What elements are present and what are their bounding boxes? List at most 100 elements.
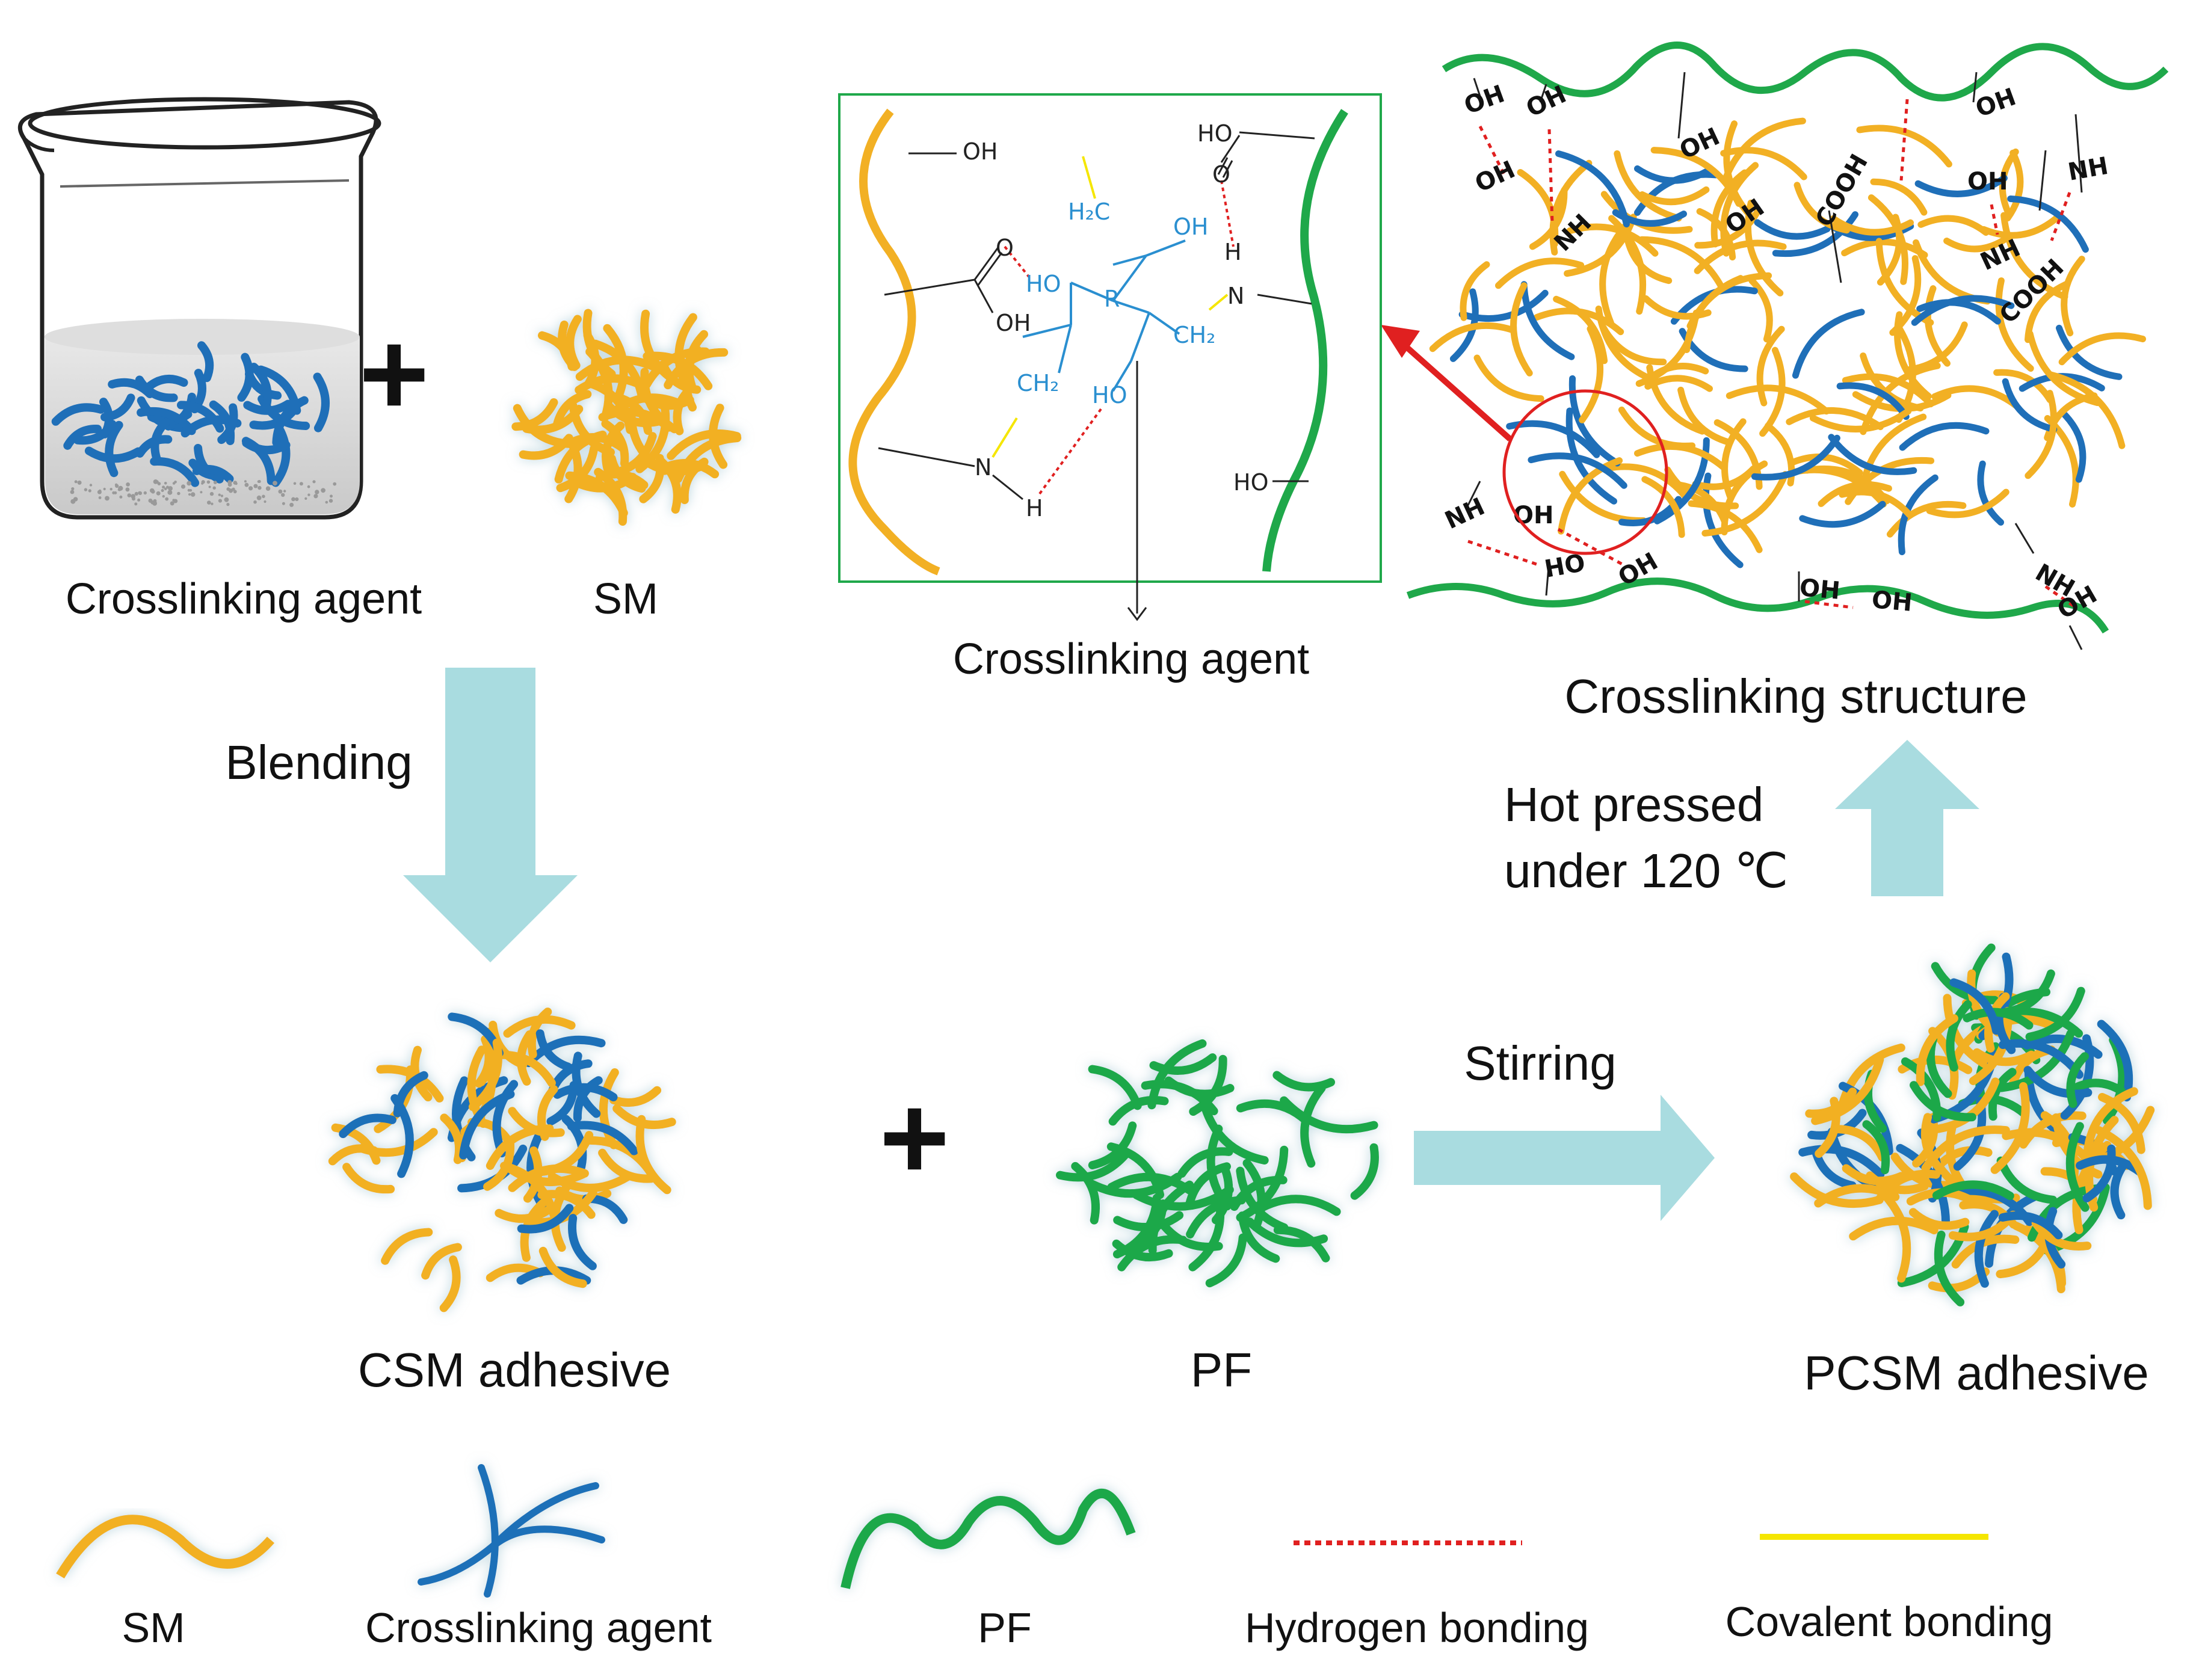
sediment-dot [168, 486, 173, 491]
crosslinking-fiber [105, 420, 123, 478]
structure-fiber [1603, 463, 1690, 502]
pcsm-fiber [2095, 1126, 2152, 1210]
crosslinking-fiber [108, 378, 154, 398]
structure-covalent-link [1539, 84, 1547, 103]
sediment-dot [281, 493, 285, 497]
pcsm-fiber [2067, 1078, 2126, 1095]
sm-fiber [709, 404, 728, 469]
pf-fiber [1149, 1053, 1217, 1075]
sm-fiber [552, 390, 592, 429]
pcsm-fiber [1834, 1125, 1887, 1162]
sediment-dot [143, 491, 147, 495]
structure-fiber [1836, 382, 1910, 420]
sediment-dot [248, 486, 253, 491]
pcsm-fiber [1963, 1008, 2034, 1030]
legend: SM Crosslinking agent PF Hydrogen bondin… [56, 1464, 2053, 1651]
pcsm-fiber [2097, 1020, 2133, 1102]
blending-label: Blending [225, 736, 412, 789]
structure-fiber [1694, 207, 1762, 249]
structure-fiber [1860, 362, 1941, 435]
pcsm-fiber [1916, 1014, 1958, 1086]
structure-fiber [1565, 407, 1617, 505]
inset-pointer-arrow-head [1127, 607, 1147, 621]
structure-hydrogen-bond [1557, 528, 1626, 567]
structure-fiber [1634, 443, 1727, 471]
csm-fiber [537, 1085, 558, 1141]
structure-fiber [2004, 149, 2024, 221]
sm-fiber [556, 444, 599, 493]
structure-fiber [1754, 219, 1831, 240]
sediment-dot [325, 500, 328, 504]
sediment-dot [208, 485, 211, 488]
csm-fiber [573, 1076, 603, 1122]
inset-sm-chain [848, 108, 940, 576]
structure-fiber [1529, 186, 1568, 250]
sediment-dot [262, 494, 265, 499]
pcsm-fiber [1969, 1007, 2012, 1085]
sediment-dot [244, 482, 249, 487]
sediment-dot [220, 494, 224, 497]
structure-fiber [1830, 215, 1914, 236]
pf-fiber [1071, 1162, 1100, 1225]
sediment-dot [164, 482, 167, 485]
sm-fiber [605, 402, 666, 428]
inset-h-right: H [1224, 239, 1242, 265]
inset-ho-lower: HO [1092, 382, 1127, 408]
pf-fiber [1113, 1211, 1184, 1232]
structure-group-label: NH [1441, 493, 1489, 535]
inset-ho-top-right: HO [1197, 120, 1232, 147]
structure-fiber [1558, 457, 1623, 535]
stirring-arrow [1414, 1095, 1715, 1221]
structure-covalent-link [1677, 72, 1686, 139]
structure-fiber [1744, 199, 1784, 297]
pcsm-fiber [1890, 1152, 1959, 1190]
structure-covalent-link [1473, 78, 1481, 97]
structure-fiber [1894, 311, 1932, 400]
structure-fiber [1995, 277, 2034, 372]
highlight-arrow-head [1381, 325, 1420, 358]
structure-group-label: OH [1461, 80, 1508, 120]
pcsm-fiber [2025, 986, 2085, 1041]
sediment-dot [118, 485, 123, 491]
pf-fiber [1117, 1235, 1188, 1272]
crosslinking-fiber [150, 417, 170, 463]
pcsm-fiber [2066, 1052, 2089, 1109]
sediment-dot [70, 490, 75, 494]
pf-fiber [1177, 1147, 1233, 1178]
sediment-dot [211, 502, 214, 505]
structure-fiber [1495, 257, 1585, 289]
pcsm-fiber [1996, 1156, 2058, 1204]
hot-pressed-arrow [1835, 740, 1979, 896]
structure-fiber [1710, 169, 1748, 248]
structure-fiber [1638, 236, 1727, 293]
csm-fiber [547, 1172, 632, 1192]
sediment-dot [226, 487, 230, 491]
structure-covalent-link [2014, 523, 2035, 554]
pcsm-adhesive-label: PCSM adhesive [1804, 1346, 2149, 1400]
sediment-dot [172, 499, 176, 502]
structure-fiber [1870, 178, 1928, 216]
sediment-dot [330, 494, 333, 498]
structure-fiber [1794, 182, 1850, 234]
structure-covalent-link [1467, 481, 1481, 506]
sediment-dot [207, 500, 211, 505]
crosslinking-fiber [271, 426, 291, 487]
pcsm-fiber [1811, 1055, 1884, 1125]
sediment-dot [164, 487, 167, 491]
csm-fiber [376, 1065, 444, 1103]
pf-fiber [1206, 1124, 1232, 1211]
csm-fiber [493, 1050, 556, 1088]
csm-fiber [568, 1214, 597, 1270]
sediment-dot [84, 488, 88, 491]
pcsm-fiber [2002, 969, 2055, 1017]
structure-fiber [1721, 418, 1747, 502]
structure-covalent-link [2038, 150, 2047, 211]
legend-crosslinking-label: Crosslinking agent [365, 1604, 712, 1651]
structure-fiber [1856, 125, 1952, 168]
pf-fiber [1245, 1217, 1328, 1248]
sediment-dot [177, 491, 180, 496]
structure-fiber [1980, 215, 2060, 239]
structure-fiber [1886, 500, 1967, 538]
pcsm-fiber [1921, 1125, 2010, 1172]
